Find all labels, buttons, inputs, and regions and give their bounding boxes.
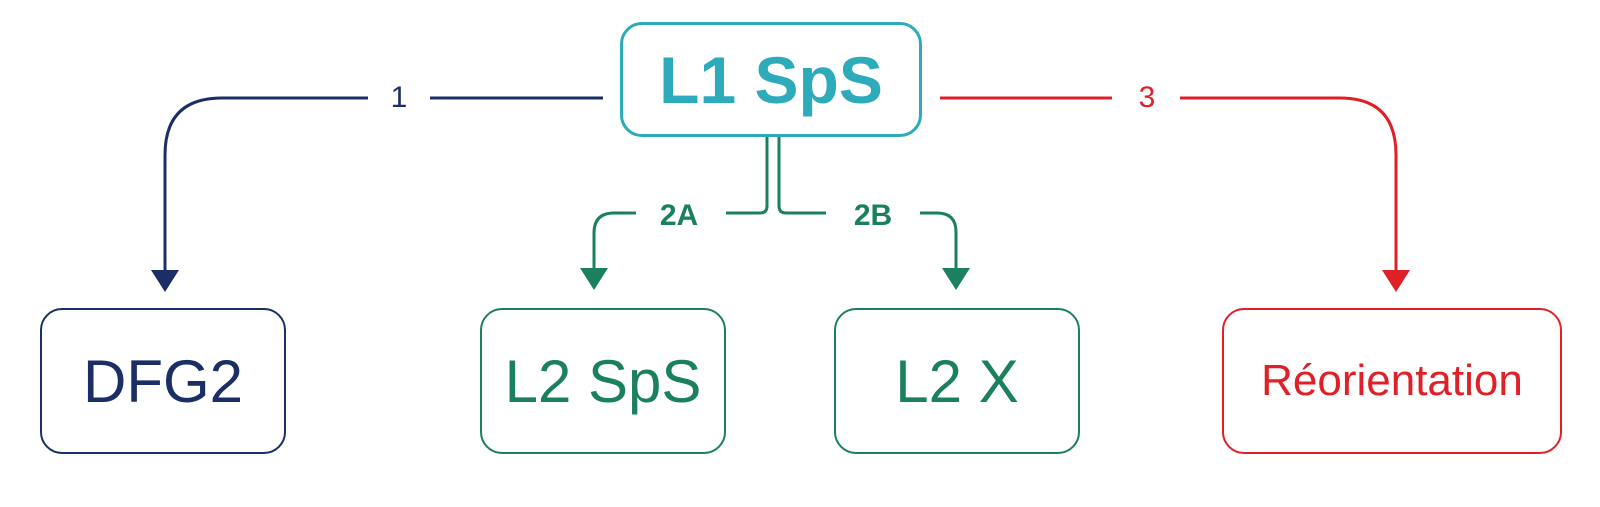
node-l2-sps: L2 SpS <box>480 308 726 454</box>
node-dfg2-label: DFG2 <box>82 347 244 415</box>
edge-label-1: 1 <box>390 81 408 114</box>
connector-path-2a <box>592 137 769 270</box>
edge-label-2b: 2B <box>853 199 893 232</box>
edge-label-2a: 2A <box>659 199 699 232</box>
arrowhead-path-2a <box>580 268 608 290</box>
node-l2-sps-label: L2 SpS <box>504 347 702 415</box>
arrowhead-path-2b <box>942 268 970 290</box>
node-l1-sps-label: L1 SpS <box>659 42 883 117</box>
arrowhead-path-3 <box>1382 270 1410 292</box>
edge-label-3: 3 <box>1138 81 1156 114</box>
node-reorientation-label: Réorientation <box>1261 356 1523 405</box>
node-reorientation: Réorientation <box>1222 308 1562 454</box>
node-l2-x-label: L2 X <box>895 347 1019 415</box>
connector-path-1 <box>163 96 603 272</box>
node-l1-sps: L1 SpS <box>620 22 922 137</box>
connector-path-3 <box>940 96 1398 272</box>
connector-path-2b <box>777 137 958 270</box>
node-dfg2: DFG2 <box>40 308 286 454</box>
arrowhead-path-1 <box>151 270 179 292</box>
node-l2-x: L2 X <box>834 308 1080 454</box>
